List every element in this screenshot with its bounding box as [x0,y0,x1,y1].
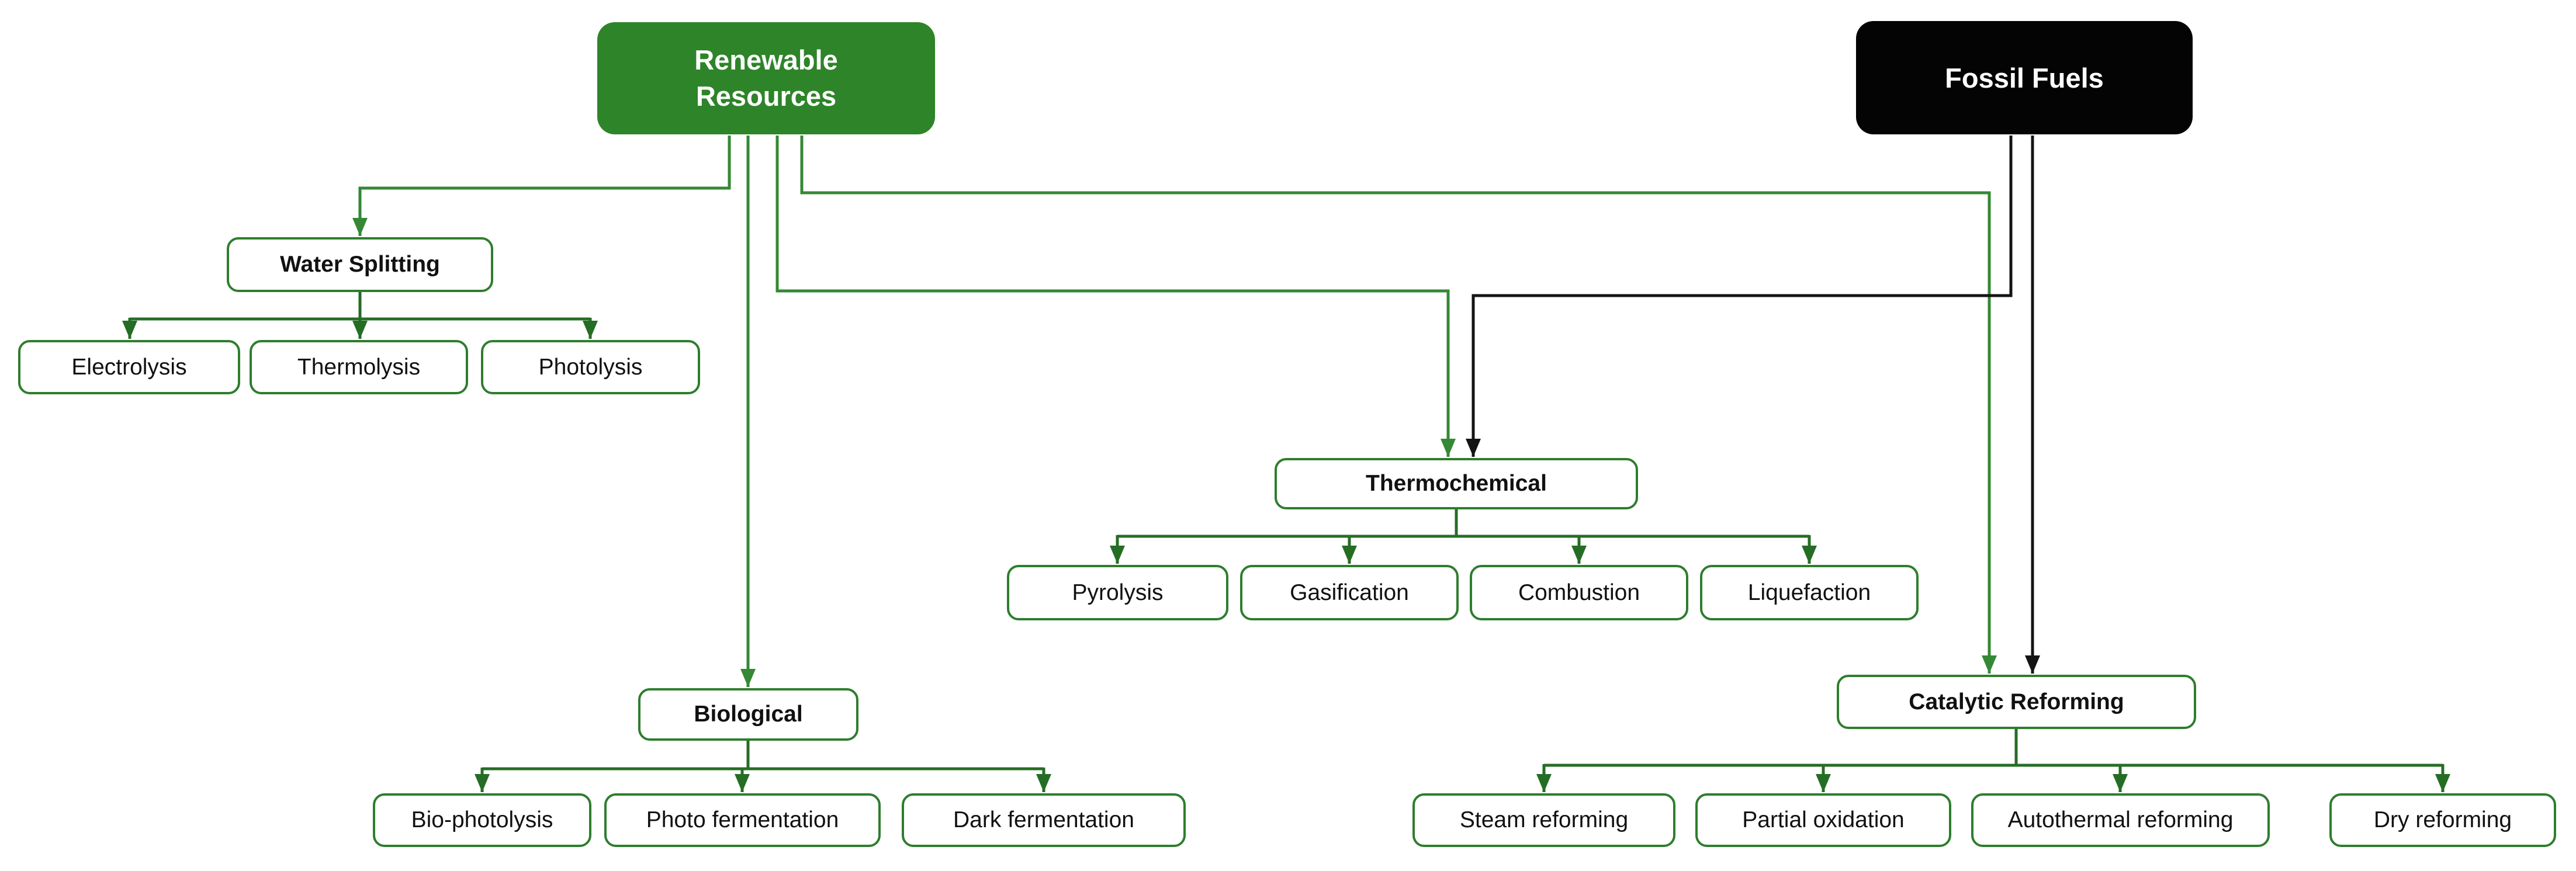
pyrolysis-node: Pyrolysis [1007,565,1228,620]
bio-photolysis-node: Bio-photolysis [373,793,591,847]
catalytic-reforming-node: Catalytic Reforming [1837,675,2196,729]
combustion-node: Combustion [1470,565,1688,620]
biological-label: Biological [694,702,803,727]
thermolysis-node: Thermolysis [250,340,468,394]
biological-node: Biological [638,688,858,741]
renewable-resources-node: Renewable Resources [597,22,935,134]
liquefaction-node: Liquefaction [1700,565,1919,620]
thermochemical-node: Thermochemical [1275,458,1638,509]
edge-fossil-to-thermochemical [1466,136,2013,457]
renewable-resources-label: Renewable Resources [694,44,838,112]
autothermal-reforming-node: Autothermal reforming [1971,793,2270,847]
gasification-node: Gasification [1240,565,1459,620]
photo-fermentation-label: Photo fermentation [646,807,839,832]
water-splitting-label: Water Splitting [280,252,440,277]
dry-reforming-label: Dry reforming [2373,807,2512,832]
dark-fermentation-node: Dark fermentation [902,793,1186,847]
pyrolysis-label: Pyrolysis [1072,579,1164,605]
edge-renewable-to-thermochemical [775,136,1456,457]
combustion-label: Combustion [1518,579,1640,605]
photolysis-node: Photolysis [481,340,700,394]
catalytic-reforming-label: Catalytic Reforming [1909,689,2124,714]
partial-oxidation-label: Partial oxidation [1742,807,1905,832]
dark-fermentation-label: Dark fermentation [953,807,1134,832]
partial-oxidation-node: Partial oxidation [1695,793,1951,847]
edge-renewable-to-catalytic-reforming [800,136,1997,674]
dry-reforming-node: Dry reforming [2329,793,2556,847]
fossil-fuels-label: Fossil Fuels [1945,62,2104,93]
electrolysis-label: Electrolysis [71,354,187,380]
autothermal-reforming-label: Autothermal reforming [2007,807,2234,832]
bio-photolysis-label: Bio-photolysis [411,807,553,832]
water-splitting-node: Water Splitting [227,237,493,292]
photo-fermentation-node: Photo fermentation [604,793,881,847]
electrolysis-node: Electrolysis [18,340,240,394]
photolysis-label: Photolysis [538,354,643,380]
gasification-label: Gasification [1290,579,1409,605]
steam-reforming-label: Steam reforming [1459,807,1629,832]
edge-renewable-to-water-splitting [352,136,731,236]
fossil-fuels-node: Fossil Fuels [1856,21,2193,134]
liquefaction-label: Liquefaction [1747,579,1871,605]
thermolysis-label: Thermolysis [297,354,421,380]
steam-reforming-node: Steam reforming [1412,793,1675,847]
thermochemical-label: Thermochemical [1366,471,1547,496]
